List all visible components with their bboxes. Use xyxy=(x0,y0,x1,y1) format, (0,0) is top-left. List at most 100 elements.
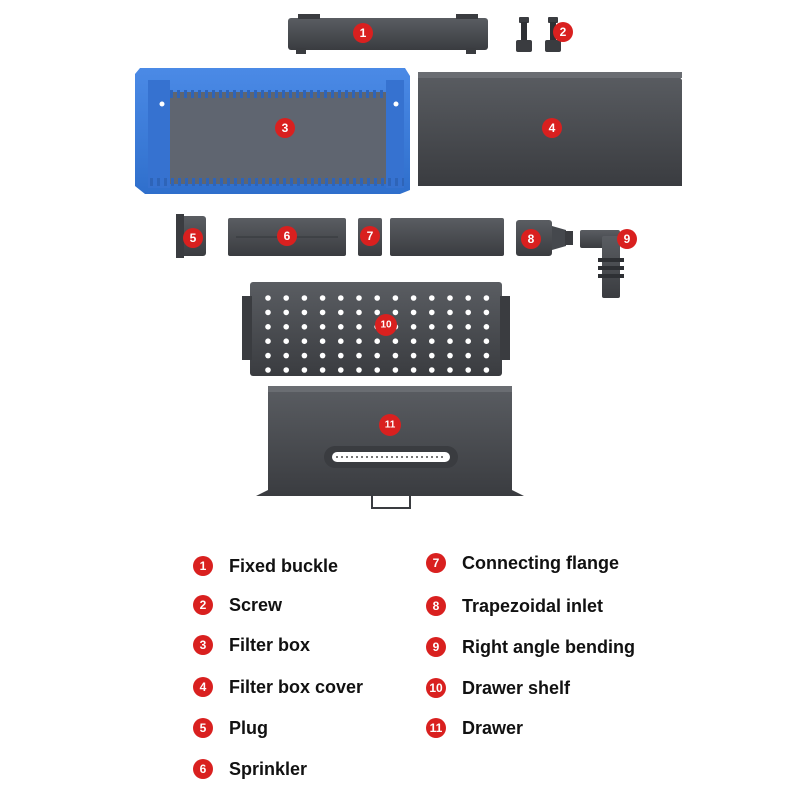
shelf-hole xyxy=(410,352,417,359)
shelf-hole xyxy=(356,309,362,316)
legend-number: 8 xyxy=(426,596,446,616)
shelf-hole xyxy=(301,295,308,301)
part-right-angle-bending xyxy=(580,230,624,298)
shelf-hole xyxy=(483,324,490,330)
shelf-hole xyxy=(447,309,453,316)
shelf-hole xyxy=(392,295,399,301)
shelf-hole-grid xyxy=(265,295,490,373)
legend-number: 7 xyxy=(426,553,446,573)
shelf-hole xyxy=(429,324,435,330)
shelf-hole xyxy=(483,352,490,359)
shelf-hole xyxy=(392,309,399,316)
legend-item-right-angle-bending: 9 Right angle bending xyxy=(426,635,635,659)
shelf-hole xyxy=(301,338,308,345)
shelf-hole xyxy=(319,367,326,373)
shelf-hole xyxy=(374,309,381,316)
legend-item-filter-box: 3 Filter box xyxy=(193,633,310,657)
shelf-hole xyxy=(447,352,453,359)
legend-item-sprinkler: 6 Sprinkler xyxy=(193,757,307,781)
shelf-hole xyxy=(429,338,435,345)
legend-label: Screw xyxy=(229,594,283,615)
shelf-hole xyxy=(429,352,435,359)
svg-text:1: 1 xyxy=(360,26,367,40)
shelf-hole xyxy=(283,295,290,301)
part-extension-tube xyxy=(390,218,504,256)
legend-item-drawer-shelf: 10 Drawer shelf xyxy=(426,676,570,700)
legend-number: 10 xyxy=(426,678,446,698)
shelf-hole xyxy=(338,309,344,316)
svg-text:3: 3 xyxy=(282,121,289,135)
shelf-hole xyxy=(410,309,417,316)
legend-item-filter-box-cover: 4 Filter box cover xyxy=(193,675,363,699)
shelf-hole xyxy=(374,352,381,359)
shelf-hole xyxy=(283,309,290,316)
svg-text:7: 7 xyxy=(367,229,374,243)
shelf-hole xyxy=(483,367,490,373)
shelf-hole xyxy=(301,309,308,316)
shelf-hole xyxy=(265,338,271,345)
svg-text:2: 2 xyxy=(560,25,567,39)
shelf-hole xyxy=(429,367,435,373)
shelf-hole xyxy=(465,295,472,301)
shelf-hole xyxy=(374,295,381,301)
svg-text:10: 10 xyxy=(380,320,392,331)
shelf-hole xyxy=(356,295,362,301)
shelf-hole xyxy=(283,367,290,373)
legend-number: 4 xyxy=(193,677,213,697)
shelf-hole xyxy=(447,295,453,301)
badge-7: 7 xyxy=(360,226,380,246)
part-drawer xyxy=(256,386,524,509)
shelf-hole xyxy=(338,352,344,359)
shelf-hole xyxy=(301,324,308,330)
shelf-hole xyxy=(465,338,472,345)
shelf-hole xyxy=(465,367,472,373)
shelf-hole xyxy=(338,338,344,345)
shelf-hole xyxy=(265,295,271,301)
shelf-hole xyxy=(465,352,472,359)
shelf-hole xyxy=(447,324,453,330)
badge-9: 9 xyxy=(617,229,637,249)
legend-label: Drawer xyxy=(462,717,524,738)
legend-number: 1 xyxy=(193,556,213,576)
shelf-hole xyxy=(319,352,326,359)
shelf-hole xyxy=(356,352,362,359)
legend-number: 6 xyxy=(193,759,213,779)
badge-2: 2 xyxy=(553,22,573,42)
legend-label: Filter box xyxy=(229,634,311,655)
shelf-hole xyxy=(356,324,362,330)
badge-10: 10 xyxy=(375,314,397,336)
shelf-hole xyxy=(410,338,417,345)
legend-item-plug: 5 Plug xyxy=(193,716,268,740)
shelf-hole xyxy=(319,309,326,316)
shelf-hole xyxy=(392,367,399,373)
svg-text:6: 6 xyxy=(284,229,291,243)
exploded-parts-diagram: 1 2 3 4 5 6 7 8 9 10 11 xyxy=(135,14,682,509)
legend-label: Plug xyxy=(229,717,268,738)
part-fixed-buckle xyxy=(288,14,488,54)
shelf-hole xyxy=(410,295,417,301)
legend-number: 9 xyxy=(426,637,446,657)
shelf-hole xyxy=(301,367,308,373)
shelf-hole xyxy=(429,309,435,316)
shelf-hole xyxy=(265,324,271,330)
legend-label: Right angle bending xyxy=(462,636,635,657)
shelf-hole xyxy=(301,352,308,359)
shelf-hole xyxy=(447,338,453,345)
shelf-hole xyxy=(265,309,271,316)
svg-text:11: 11 xyxy=(385,420,396,431)
legend-number: 5 xyxy=(193,718,213,738)
legend-label: Connecting flange xyxy=(462,552,619,573)
shelf-hole xyxy=(410,367,417,373)
svg-text:5: 5 xyxy=(190,231,197,245)
badge-1: 1 xyxy=(353,23,373,43)
shelf-hole xyxy=(429,295,435,301)
shelf-hole xyxy=(283,338,290,345)
legend-number: 11 xyxy=(426,718,446,738)
badge-3: 3 xyxy=(275,118,295,138)
legend-number: 2 xyxy=(193,595,213,615)
shelf-hole xyxy=(265,352,271,359)
badge-8: 8 xyxy=(521,229,541,249)
legend-item-connecting-flange: 7 Connecting flange xyxy=(426,551,619,575)
legend-label: Filter box cover xyxy=(229,676,364,697)
svg-text:4: 4 xyxy=(549,121,556,135)
